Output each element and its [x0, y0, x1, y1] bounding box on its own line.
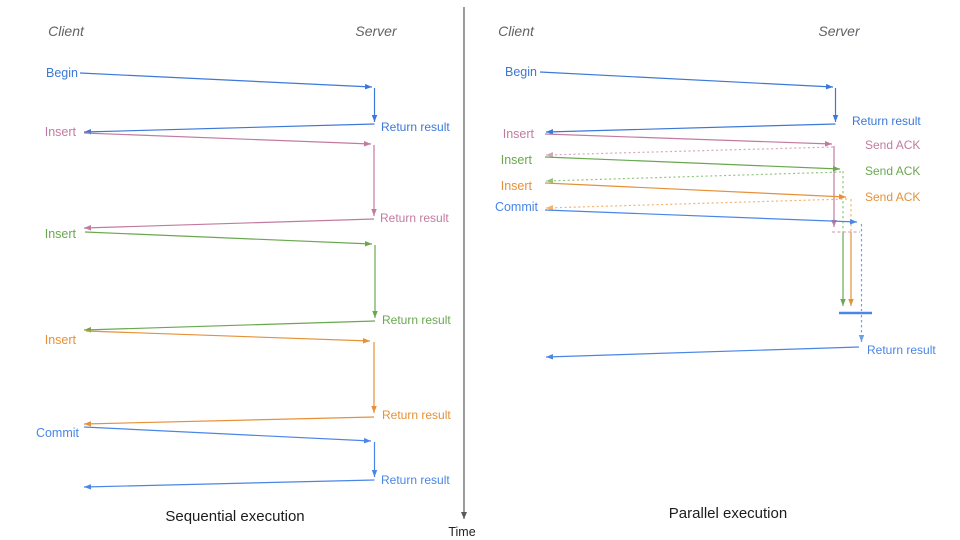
sequential-title: Sequential execution	[165, 508, 304, 525]
parallel-commit-message: Commit Return result	[495, 200, 936, 360]
parallel-insert2-label: Insert	[501, 153, 533, 167]
sequential-begin-return-label: Return result	[381, 120, 450, 134]
parallel-panel: Client Server Begin Return result Insert…	[495, 23, 936, 522]
sequential-commit-label: Commit	[36, 426, 80, 440]
sequential-client-header: Client	[48, 23, 85, 39]
parallel-insert3-message: Insert Send ACK	[501, 179, 920, 306]
sequential-begin-label: Begin	[46, 66, 78, 80]
sequential-begin-return-arrow	[83, 123, 375, 135]
parallel-begin-message: Begin Return result	[505, 65, 921, 135]
parallel-insert2-ack-label: Send ACK	[865, 164, 920, 178]
parallel-insert3-label: Insert	[501, 179, 533, 193]
parallel-title: Parallel execution	[669, 505, 787, 522]
sequential-commit-return-label: Return result	[381, 473, 450, 487]
parallel-insert3-request-arrow	[544, 182, 847, 200]
parallel-insert1-ack-return-arrow	[545, 146, 834, 158]
parallel-insert1-label: Insert	[503, 127, 535, 141]
sequential-server-header: Server	[355, 23, 398, 39]
sequential-insert1-message: Insert Return result	[45, 125, 449, 231]
sequential-begin-request-arrow	[79, 72, 373, 90]
sequential-insert3-label: Insert	[45, 333, 77, 347]
parallel-insert1-ack-label: Send ACK	[865, 138, 920, 152]
sequential-insert2-return-label: Return result	[382, 313, 451, 327]
parallel-begin-return-label: Return result	[852, 114, 921, 128]
parallel-commit-request-arrow	[544, 209, 858, 225]
sequential-insert3-return-arrow	[83, 416, 375, 427]
sequential-insert2-request-arrow	[84, 231, 373, 247]
parallel-commit-return-label: Return result	[867, 343, 936, 357]
parallel-insert3-ack-return-arrow	[545, 198, 848, 211]
sequential-insert1-return-label: Return result	[380, 211, 449, 225]
parallel-insert2-message: Insert Send ACK	[501, 153, 920, 306]
parallel-commit-return-arrow	[545, 346, 860, 360]
parallel-begin-label: Begin	[505, 65, 537, 79]
time-axis-label: Time	[448, 525, 475, 539]
sequential-insert3-request-arrow	[85, 330, 371, 344]
parallel-insert2-request-arrow	[544, 156, 841, 172]
parallel-insert2-ack-return-arrow	[545, 171, 842, 184]
sequential-insert1-request-arrow	[83, 132, 372, 147]
time-axis: Time	[448, 7, 476, 539]
parallel-insert1-message: Insert Send ACK	[503, 127, 920, 227]
sequential-commit-request-arrow	[83, 426, 372, 444]
parallel-server-header: Server	[818, 23, 861, 39]
sequential-insert1-label: Insert	[45, 125, 77, 139]
parallel-client-header: Client	[498, 23, 535, 39]
sequential-insert2-return-arrow	[83, 320, 376, 333]
parallel-begin-return-arrow	[545, 123, 836, 135]
sequential-insert1-return-arrow	[83, 218, 375, 231]
parallel-insert1-request-arrow	[544, 133, 833, 147]
sequential-commit-return-arrow	[83, 479, 375, 490]
sequential-commit-message: Commit Return result	[36, 426, 450, 490]
parallel-begin-request-arrow	[539, 71, 834, 90]
sequential-panel: Client Server Begin Return result Insert…	[36, 23, 451, 525]
sequential-insert3-return-label: Return result	[382, 408, 451, 422]
parallel-insert3-ack-label: Send ACK	[865, 190, 920, 204]
sequential-insert3-message: Insert Return result	[45, 330, 451, 427]
sequential-insert2-message: Insert Return result	[45, 227, 451, 333]
sequential-insert2-label: Insert	[45, 227, 77, 241]
sequential-begin-message: Begin Return result	[46, 66, 450, 135]
parallel-commit-label: Commit	[495, 200, 539, 214]
